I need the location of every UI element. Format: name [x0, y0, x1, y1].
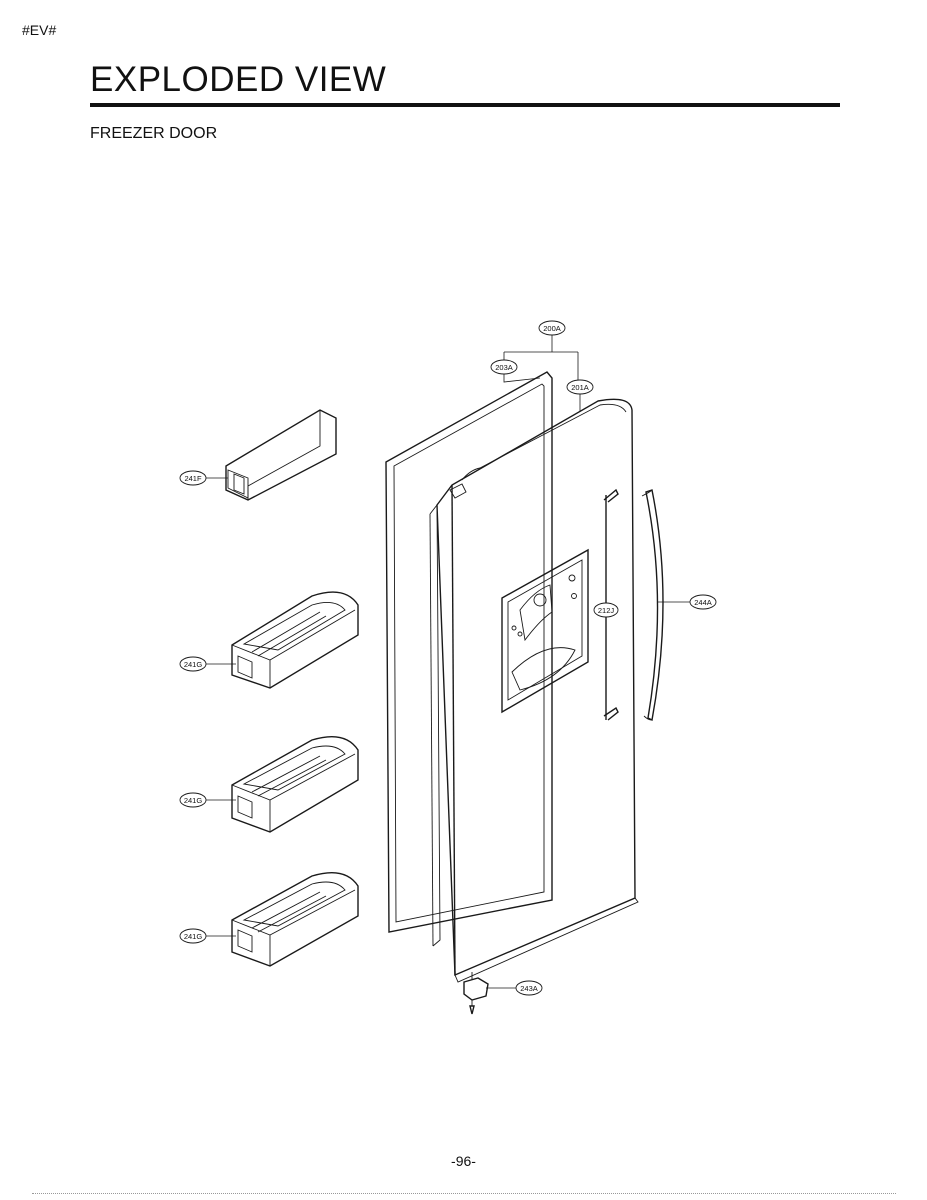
bottom-hinge	[463, 972, 489, 1015]
door-bin-3	[231, 872, 359, 967]
small-door-shelf	[225, 409, 337, 501]
door-bin-1	[231, 591, 359, 689]
part-label-241G-3: 241G	[179, 928, 207, 944]
part-label-244A: 244A	[689, 594, 717, 610]
leader-lines	[206, 335, 690, 989]
freezer-door-assembly	[429, 398, 639, 983]
svg-text:241G: 241G	[184, 932, 203, 941]
svg-text:241F: 241F	[184, 474, 202, 483]
svg-text:243A: 243A	[520, 984, 538, 993]
part-label-200A: 200A	[538, 320, 566, 336]
svg-text:241G: 241G	[184, 660, 203, 669]
door-handle	[641, 489, 664, 722]
door-bin-2	[231, 736, 359, 833]
svg-text:241G: 241G	[184, 796, 203, 805]
part-label-241G-2: 241G	[179, 792, 207, 808]
svg-text:244A: 244A	[694, 598, 712, 607]
svg-text:201A: 201A	[571, 383, 589, 392]
page-title: EXPLODED VIEW	[90, 60, 387, 99]
dispenser-recess	[501, 548, 589, 714]
svg-text:203A: 203A	[495, 363, 513, 372]
svg-text:212J: 212J	[598, 606, 615, 615]
part-label-241F: 241F	[179, 470, 207, 486]
part-label-201A: 201A	[566, 379, 594, 395]
part-label-241G-1: 241G	[179, 656, 207, 672]
title-rule	[90, 103, 840, 107]
part-label-203A: 203A	[490, 359, 518, 375]
part-label-212J: 212J	[593, 602, 619, 618]
door-gasket	[385, 371, 553, 933]
section-subtitle: FREEZER DOOR	[90, 125, 218, 142]
document-tag: #EV#	[22, 22, 57, 38]
page-number: -96-	[451, 1153, 476, 1169]
svg-text:200A: 200A	[543, 324, 561, 333]
part-label-243A: 243A	[515, 980, 543, 996]
footer-dotted-line	[32, 1193, 896, 1194]
